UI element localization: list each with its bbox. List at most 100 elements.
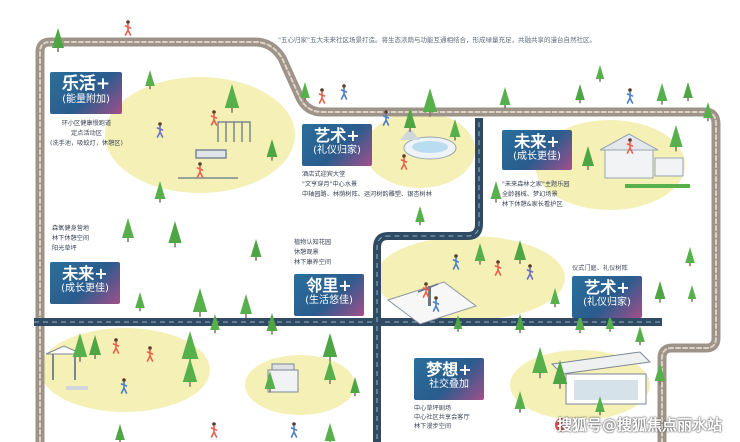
tree-trunk: [707, 117, 709, 122]
person-body: [112, 341, 120, 354]
tree-trunk: [519, 408, 521, 413]
tree-crown: [582, 146, 594, 166]
tree-crown: [250, 239, 262, 257]
person-body: [290, 425, 298, 438]
person: [196, 162, 204, 178]
tree-crown: [422, 88, 438, 112]
tree-trunk: [457, 328, 459, 332]
tree: [115, 424, 125, 442]
person-head: [628, 88, 632, 92]
zone-note: 仪式门庭、礼仪树阵: [572, 265, 628, 272]
zone-note: "未来森林之家"主题乐园: [502, 181, 570, 188]
zone-note: 林下休憩&家长看护区: [502, 201, 563, 208]
tree-crown: [264, 371, 276, 389]
zone-note: 中心社区共享会客厅: [414, 414, 470, 421]
tree-crown: [575, 314, 585, 330]
tree-trunk: [255, 256, 257, 261]
tree: [595, 396, 605, 416]
zone-subtitle-art-top: (礼仪归家): [313, 144, 361, 156]
tree-trunk: [519, 259, 521, 264]
person-head: [320, 88, 324, 92]
zone-note: 全龄器械、梦幻场景: [502, 191, 558, 198]
person-body: [340, 87, 348, 100]
person-head: [384, 110, 388, 114]
roads: [34, 118, 662, 442]
tree-trunk: [271, 330, 273, 335]
tree-trunk: [419, 221, 421, 226]
tree: [154, 181, 166, 203]
tree: [514, 240, 526, 264]
person-head: [496, 260, 500, 264]
tree-trunk: [691, 298, 693, 302]
tree: [264, 371, 276, 393]
person-head: [212, 422, 216, 426]
tree-crown: [181, 331, 199, 359]
zone-notes-art-right: 仪式门庭、礼仪树阵: [572, 264, 628, 274]
structures: [45, 121, 690, 405]
person-head: [212, 110, 216, 114]
tree-trunk: [189, 380, 191, 387]
tree-trunk: [599, 411, 601, 416]
tree: [453, 315, 463, 332]
tree-crown: [266, 139, 278, 157]
tree: [192, 288, 208, 317]
tree-crown: [72, 333, 88, 357]
tree-trunk: [409, 127, 411, 132]
person: [112, 338, 120, 354]
tree-trunk: [454, 136, 456, 141]
person-body: [526, 267, 534, 280]
zone-badge-future-left: 未来+ (成长更佳): [50, 262, 120, 304]
person-body: [196, 165, 204, 178]
tree: [122, 218, 134, 242]
zone-badge-art-top: 艺术+ (礼仪归家): [302, 124, 372, 166]
tree: [404, 108, 416, 132]
tree-crown: [490, 181, 502, 199]
zone-title-future-left: 未来+: [62, 264, 108, 283]
tree-trunk: [119, 439, 121, 442]
zone-notes-leisure: 环小区健康慢跑道 定点活动区 (洗手池，吸蚊灯，休憩区): [50, 119, 123, 149]
tree-crown: [515, 314, 525, 330]
zone-note: 休憩观景: [294, 249, 319, 256]
people: [112, 20, 634, 438]
tree-crown: [210, 314, 220, 330]
person-body: [124, 23, 132, 36]
tree-trunk: [479, 260, 481, 265]
zone-note: 植物认知花园: [294, 239, 332, 246]
tree-trunk: [149, 85, 151, 90]
person-head: [292, 422, 296, 426]
tree-trunk: [269, 388, 271, 393]
person-body: [626, 141, 634, 154]
tree-crown: [687, 285, 697, 299]
person: [318, 88, 326, 104]
tree-crown: [324, 360, 336, 380]
tree: [499, 87, 511, 109]
tree: [514, 391, 526, 413]
tree-crown: [685, 247, 695, 263]
tree-crown: [656, 83, 668, 101]
person: [494, 260, 502, 276]
tree-crown: [605, 315, 615, 329]
tree: [210, 314, 220, 334]
tree-crown: [703, 102, 713, 118]
tree-crown: [168, 221, 182, 243]
zone-notes-future-left: 森氧健身营地 林下休憩空间 阳光草坪: [52, 224, 89, 254]
tree-trunk: [214, 329, 216, 334]
tree: [635, 326, 645, 346]
zone-notes-neighbor: 植物认知花园 休憩观景 林下康养空间: [294, 238, 331, 268]
person: [210, 422, 218, 438]
person: [400, 154, 408, 170]
watermark: 搜狐号@搜狐焦点丽水站: [556, 416, 722, 434]
tree: [52, 28, 64, 52]
tree-crown: [683, 82, 693, 98]
tree-trunk: [659, 298, 661, 303]
zone-title-leisure: 乐活+: [61, 74, 111, 94]
tree: [582, 146, 594, 170]
tree-trunk: [519, 329, 521, 334]
person-body: [400, 157, 408, 170]
zone-notes-art-top: 酒店式迎宾大堂 "文亨穿月"中心水景 中轴园路、林荫树阵、运河树韵雕塑、银杏树林: [302, 170, 432, 200]
person-body: [626, 91, 634, 104]
tree-crown: [415, 206, 425, 222]
tree: [656, 83, 668, 105]
tree-trunk: [687, 97, 689, 102]
person: [432, 296, 440, 312]
